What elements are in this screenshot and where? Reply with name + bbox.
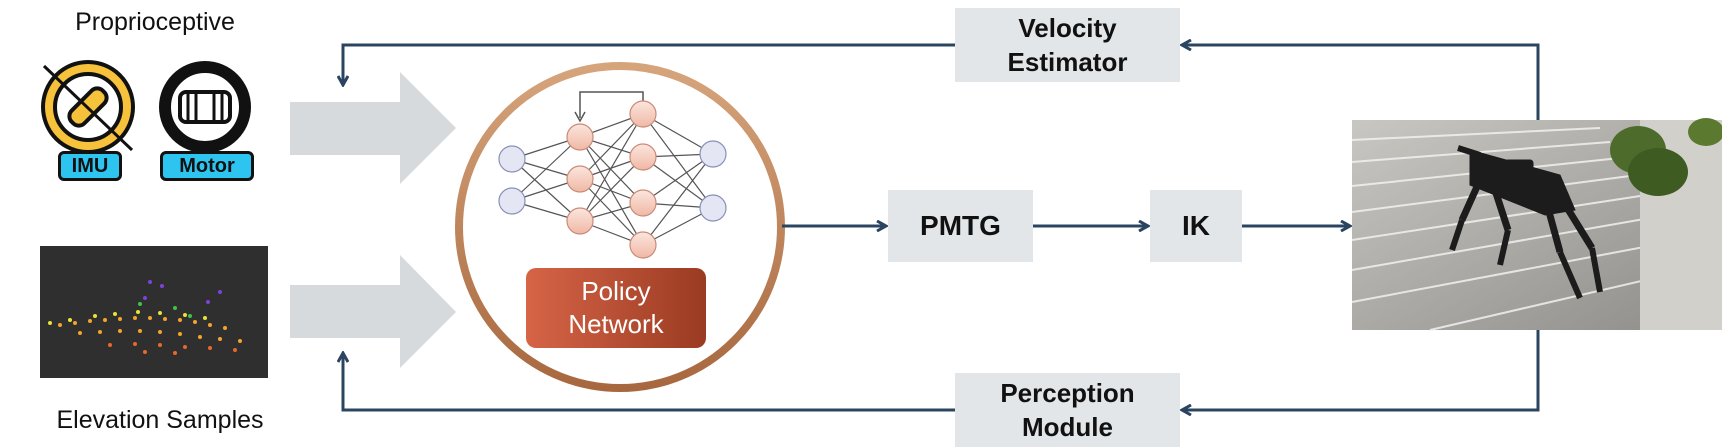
elevation-samples-image (40, 246, 268, 378)
ik-label: IK (1182, 210, 1210, 241)
proprioceptive-label: Proprioceptive (75, 8, 235, 36)
velocity-estimator-line2: Estimator (1007, 47, 1128, 77)
ik-block: IK (1150, 190, 1242, 262)
motor-badge: Motor (160, 151, 254, 181)
imu-badge: IMU (58, 151, 122, 181)
policy-network-block: Policy Network (526, 268, 706, 348)
motor-gear-icon (159, 61, 251, 153)
elevation-samples-label: Elevation Samples (56, 406, 264, 434)
arrow-robot-to-velocity (1183, 45, 1540, 120)
robot-on-stairs-image (1351, 118, 1722, 331)
arrow-robot-to-perception (1183, 330, 1540, 410)
policy-network-line1: Policy (581, 276, 651, 306)
elevation-input-arrow (290, 255, 456, 368)
velocity-estimator-line1: Velocity (1018, 13, 1117, 43)
perception-module-line2: Module (1022, 412, 1113, 442)
perception-module-block: Perception Module (955, 373, 1180, 447)
arrow-velocity-to-policy (343, 43, 955, 84)
pmtg-label: PMTG (920, 210, 1001, 241)
proprio-input-arrow (290, 72, 456, 184)
policy-network-line2: Network (568, 309, 664, 339)
velocity-estimator-block: Velocity Estimator (955, 8, 1180, 82)
perception-module-line1: Perception (1000, 378, 1135, 408)
neural-network-icon (498, 91, 727, 259)
pmtg-block: PMTG (888, 190, 1033, 262)
arrow-perception-to-policy (343, 354, 955, 412)
imu-icon (41, 60, 135, 154)
